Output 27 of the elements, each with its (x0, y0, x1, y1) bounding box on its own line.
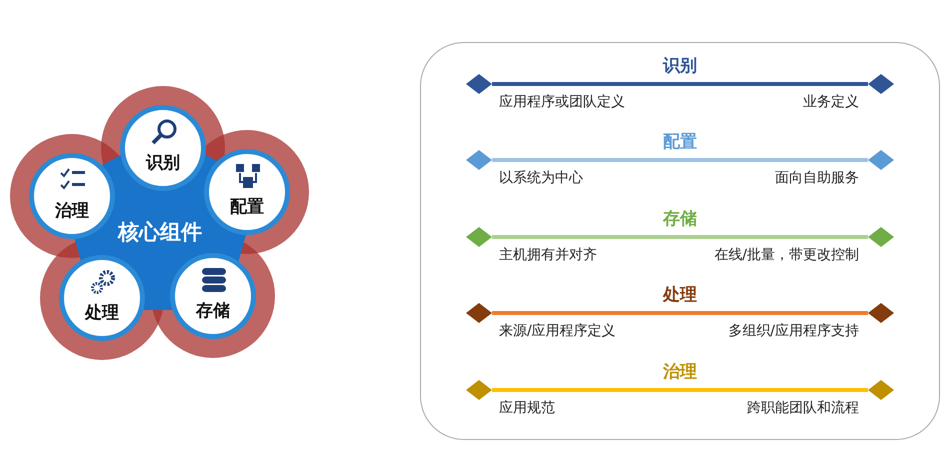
endpoint-label: 业务定义 (803, 93, 859, 111)
edge-label: 配置 (663, 131, 697, 153)
spectrum-line (492, 388, 868, 392)
edge-label: 治理 (663, 361, 697, 383)
component-label: 治理 (54, 200, 90, 222)
endpoint-label: 面向自助服务 (775, 169, 859, 187)
component-label: 存储 (194, 300, 231, 322)
endpoint-label: 应用程序或团队定义 (499, 93, 625, 111)
edge-label: 处理 (663, 284, 697, 306)
component-label: 配置 (229, 196, 265, 218)
spectrum-line (492, 82, 868, 86)
component-label: 识别 (144, 152, 181, 174)
endpoint-label: 跨职能团队和流程 (747, 399, 859, 417)
endpoint-label: 以系统为中心 (499, 169, 583, 187)
panel-background (420, 42, 940, 440)
endpoint-label: 多组织/应用程序支持 (728, 322, 859, 340)
edge-label: 存储 (663, 208, 697, 230)
spectrum-line (492, 311, 868, 315)
edge-label: 识别 (663, 55, 697, 77)
component-label: 处理 (84, 302, 120, 324)
endpoint-label: 来源/应用程序定义 (499, 322, 616, 340)
endpoint-label: 主机拥有并对齐 (499, 246, 597, 264)
spectrum-line (492, 158, 868, 162)
spectrum-line (492, 235, 868, 239)
endpoint-label: 应用规范 (499, 399, 555, 417)
endpoint-label: 在线/批量，带更改控制 (714, 246, 859, 264)
center-title: 核心组件 (118, 219, 202, 246)
